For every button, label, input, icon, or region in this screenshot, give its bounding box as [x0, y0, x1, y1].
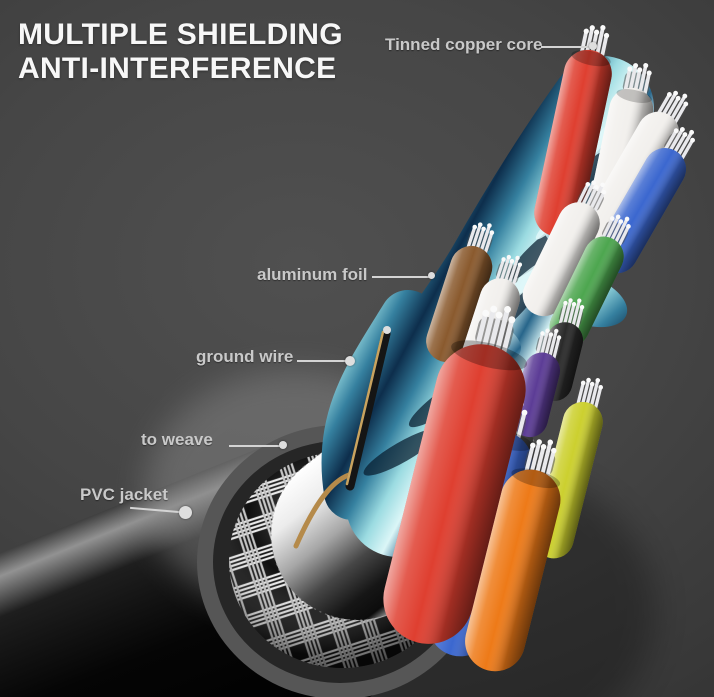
leader-dot-tinned-copper-core [589, 42, 597, 50]
page-title-line2: ANTI-INTERFERENCE [18, 51, 337, 85]
leader-line-aluminum-foil [372, 276, 430, 278]
leader-dot-ground-wire [345, 356, 355, 366]
label-pvc-jacket: PVC jacket [80, 485, 168, 504]
label-tinned-copper-core: Tinned copper core [385, 35, 543, 54]
label-to-weave: to weave [141, 430, 213, 449]
conductor-bundle [383, 293, 608, 672]
page-title-line1: MULTIPLE SHIELDING [18, 18, 343, 51]
page-title: MULTIPLE SHIELDING ANTI-INTERFERENCE [18, 18, 343, 86]
leader-dot-to-weave [279, 441, 287, 449]
leader-dot-pvc-jacket [179, 506, 192, 519]
leader-dot-aluminum-foil [428, 272, 435, 279]
leader-line-to-weave [229, 445, 281, 447]
ground-wire [293, 326, 391, 549]
leader-line-ground-wire [297, 360, 347, 362]
label-ground-wire: ground wire [196, 347, 294, 366]
label-aluminum-foil: aluminum foil [257, 265, 368, 284]
leader-line-tinned-copper-core [541, 46, 590, 48]
